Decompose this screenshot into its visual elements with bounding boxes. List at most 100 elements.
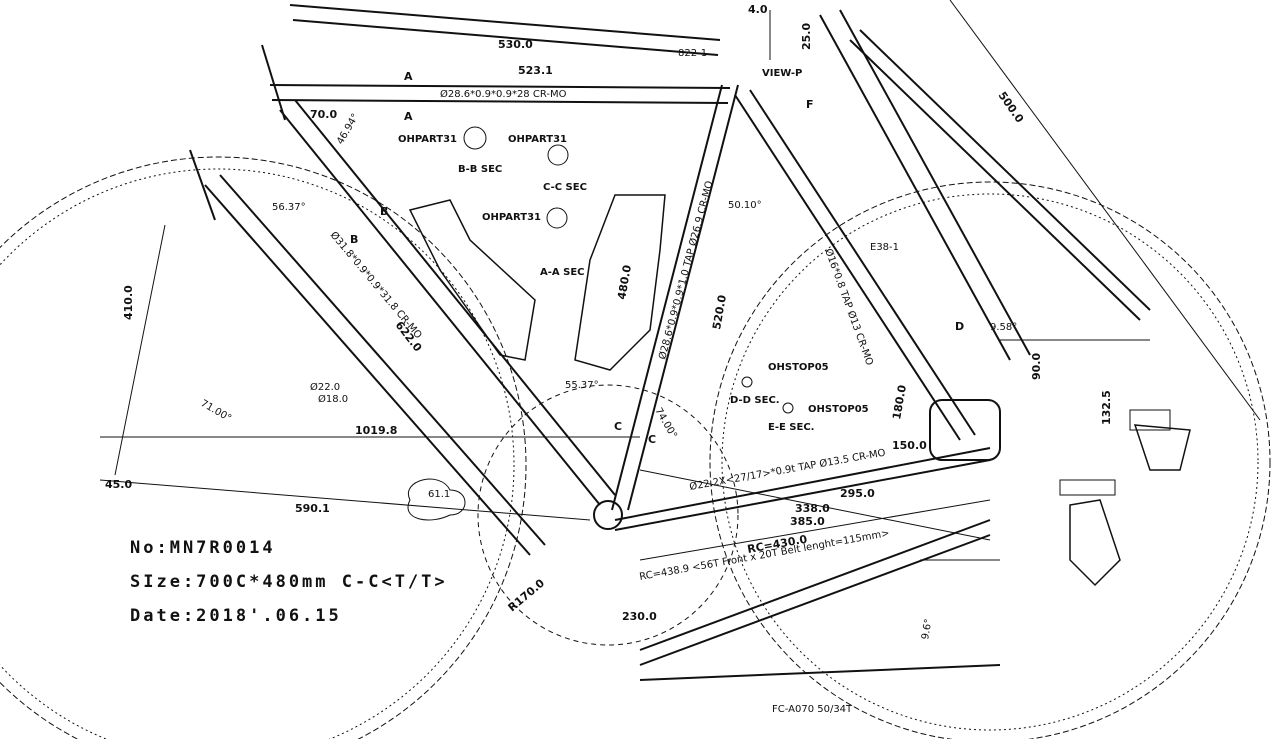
- section-dd-label: D-D SEC.: [730, 395, 780, 406]
- dim-top-tube-spec: Ø28.6*0.9*0.9*28 CR-MO: [440, 88, 567, 100]
- seat-stay-upper: [819, 14, 1011, 361]
- dropout-detail-2: [1059, 479, 1116, 496]
- dropout-profile-2: [1133, 424, 1191, 471]
- head-tube: [261, 44, 286, 121]
- top-tube-upper-2: [292, 19, 719, 56]
- dim-25: 25.0: [800, 23, 813, 50]
- rear-dropout: [929, 399, 1001, 461]
- letter-a1: A: [404, 70, 413, 83]
- rear-stay-angled-2: [859, 29, 1151, 311]
- section-aa-marker: [546, 207, 568, 229]
- letter-b2: B: [350, 233, 358, 246]
- rear-stay-angled: [849, 39, 1141, 321]
- chain-stay-lower: [639, 519, 991, 651]
- dim-4: 4.0: [748, 3, 768, 16]
- down-tube-2: [294, 99, 616, 496]
- dim-bb-drop: 70.0: [310, 108, 337, 121]
- letter-d1: D: [955, 320, 964, 333]
- dim-r170: R170.0: [506, 576, 548, 614]
- letter-a2: A: [404, 110, 413, 123]
- dim-head-tube-angle: 71.00°: [199, 398, 234, 424]
- seat-stay-2: [749, 89, 976, 436]
- letter-c2: C: [648, 433, 656, 446]
- section-aa-label: A-A SEC: [540, 267, 584, 278]
- dim-seat-tube-spec: Ø28.6*0.9*0.9*1.0 TAP Ø26.9 CR-MO: [656, 179, 715, 360]
- dim-angle-f: 9.6°: [920, 618, 934, 640]
- dim-seat-tube-len: 520.0: [710, 294, 729, 331]
- ohpart-label-3: OHPART31: [482, 212, 541, 223]
- dim-338: 338.0: [795, 502, 830, 515]
- dim-150: 150.0: [892, 439, 927, 452]
- dim-fork-len: 410.0: [122, 285, 135, 320]
- top-tube: [269, 84, 731, 89]
- fork-tube-2: [219, 174, 546, 546]
- water-bottle-right: [574, 194, 666, 371]
- dim-angle-a: 56.37°: [272, 202, 306, 213]
- chain-stay-bottom: [639, 664, 1001, 681]
- dim-angle-d: 50.10°: [728, 200, 762, 211]
- dim-822: 822-1: [678, 48, 707, 59]
- ohpart-label-2: OHPART31: [508, 134, 567, 145]
- dim-295: 295.0: [840, 487, 875, 500]
- dim-down-tube-spec: Ø31.8*0.9*0.9*31.8 CR-MO: [328, 229, 425, 341]
- cloud-callout: [407, 478, 466, 521]
- dropout-profile: [1069, 499, 1121, 587]
- rear-wheel-outline: [709, 181, 1271, 739]
- seat-tube: [611, 84, 723, 511]
- dim-front-center: 590.1: [295, 502, 330, 515]
- chain-stay-2: [614, 459, 991, 531]
- dim-seatstay-spec: Ø16*0.8 TAP Ø13 CR-MO: [822, 247, 876, 367]
- rc-dim-line: [639, 469, 991, 541]
- dim-e38: E38-1: [870, 242, 899, 253]
- dim-wheelbase: 1019.8: [355, 424, 397, 437]
- dim-stack-d2: Ø18.0: [318, 393, 348, 405]
- water-bottle-left: [408, 199, 536, 361]
- section-cc-label: C-C SEC: [543, 182, 587, 193]
- chainring-circle: [477, 384, 739, 646]
- front-wheel-outline: [0, 156, 527, 739]
- dim-180: 180.0: [890, 384, 909, 421]
- top-tube-upper: [289, 4, 721, 41]
- rear-wheel-inner: [721, 193, 1259, 731]
- down-tube: [279, 109, 601, 506]
- letter-c1: C: [614, 420, 622, 433]
- ohstop-label-1: OHSTOP05: [768, 362, 829, 373]
- dim-top-tube-len: 530.0: [498, 38, 533, 51]
- dim-angle-b: 46.94°: [335, 112, 361, 147]
- dropout-detail-1: [1129, 409, 1171, 431]
- letter-b1: B: [380, 205, 388, 218]
- dim-61: 61.1: [428, 489, 450, 500]
- dim-angle-c: 55.37°: [565, 380, 599, 391]
- fork-tube: [204, 184, 531, 556]
- drawing-number: No:MN7R0014: [130, 538, 276, 558]
- dim-belt-note: RC=438.9 <56T Front x 20T Belt lenght=11…: [639, 528, 891, 583]
- dim-385: 385.0: [790, 515, 825, 528]
- dim-fork-500: 500.0: [996, 89, 1027, 125]
- seat-stay-upper-2: [839, 9, 1031, 356]
- dim-reach: 45.0: [105, 478, 132, 491]
- section-bb-marker: [463, 126, 487, 150]
- drawing-size: SIze:700C*480mm C-C<T/T>: [130, 572, 448, 592]
- section-ee-label: E-E SEC.: [768, 422, 814, 433]
- letter-f: F: [806, 98, 814, 111]
- section-view-p-label: VIEW-P: [762, 68, 802, 79]
- dim-230: 230.0: [622, 610, 657, 623]
- top-tube-2: [271, 99, 729, 104]
- chain-stay: [614, 447, 991, 521]
- dim-stack-d1: Ø22.0: [310, 381, 340, 393]
- front-wheel-inner: [0, 168, 515, 739]
- fork-dim-line: [114, 224, 166, 476]
- dim-seat-tube-angle: 74.00°: [652, 406, 678, 441]
- seat-tube-2: [627, 84, 739, 511]
- section-dd-marker: [741, 376, 753, 388]
- dim-angle-e: 9.58°: [990, 322, 1017, 333]
- section-cc-marker: [547, 144, 569, 166]
- fork-500-dim-line: [949, 0, 1261, 421]
- dim-seat-tube-len2: 480.0: [615, 264, 634, 301]
- ohstop-label-2: OHSTOP05: [808, 404, 869, 415]
- section-bb-label: B-B SEC: [458, 164, 502, 175]
- seat-stay: [734, 94, 961, 441]
- dim-crank: FC-A070 50/34T: [772, 704, 853, 715]
